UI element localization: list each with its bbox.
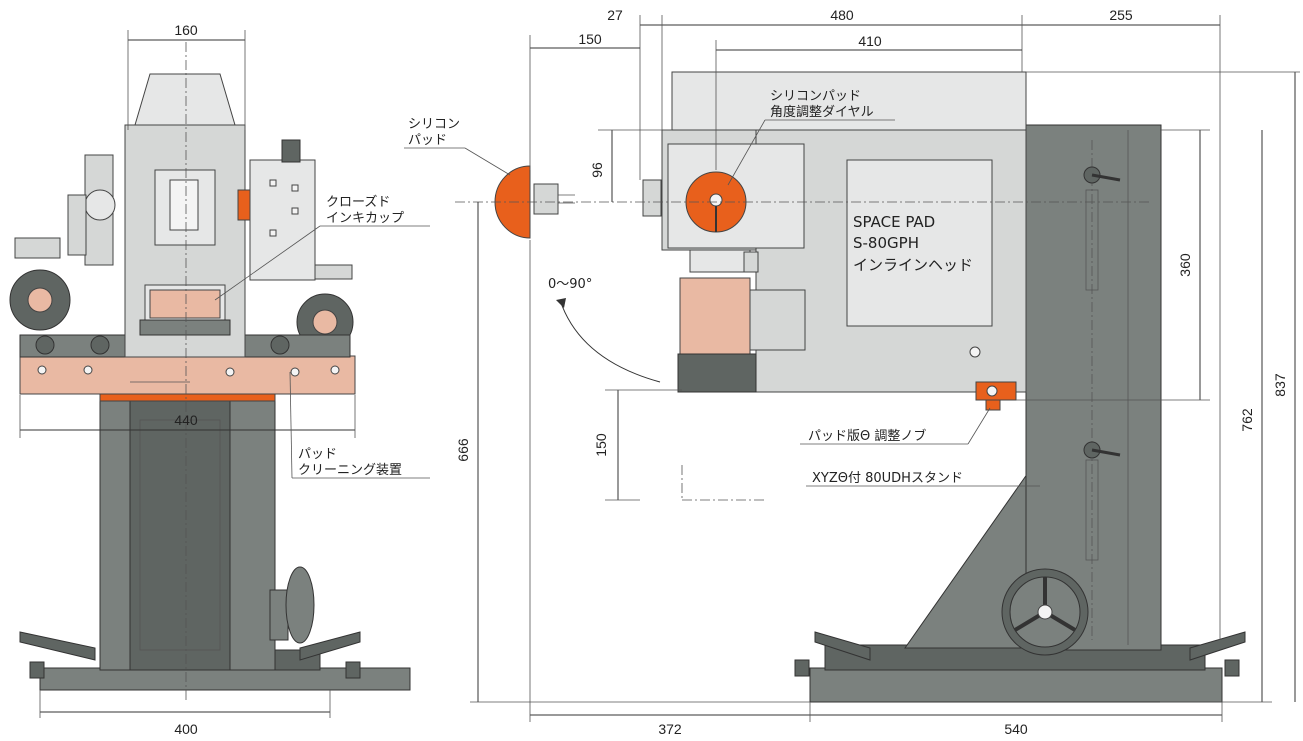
front-dial — [237, 189, 251, 221]
front-head-top — [134, 73, 236, 126]
label-pad-dial-2: 角度調整ダイヤル — [770, 104, 874, 120]
side-view — [455, 71, 1246, 703]
front-column-face — [129, 399, 231, 671]
front-right-knob — [345, 661, 361, 679]
dim-side-666: 666 — [455, 438, 471, 462]
front-handwheel-hub — [269, 589, 289, 641]
side-ink-cup — [679, 277, 751, 355]
dim-side-255: 255 — [1109, 7, 1133, 23]
front-labels: クローズド インキカップ パッド クリーニング装置 — [214, 194, 430, 479]
front-pink-plate — [19, 355, 356, 395]
dim-side-762: 762 — [1239, 408, 1255, 432]
label-silicone-pad-1: シリコン — [408, 117, 460, 132]
front-dimensions: 160 440 400 — [19, 22, 356, 737]
dim-side-480: 480 — [830, 7, 854, 23]
label-pad-cleaning-2: クリーニング装置 — [298, 463, 402, 478]
label-model-3: インラインヘッド — [853, 256, 973, 274]
dim-side-360: 360 — [1177, 253, 1193, 277]
dim-front-440: 440 — [174, 412, 198, 428]
front-ink-cup — [149, 289, 221, 319]
dim-side-410: 410 — [858, 33, 882, 49]
front-control-box — [249, 159, 316, 281]
label-pad-cleaning-1: パッド — [298, 447, 337, 462]
dim-side-540: 540 — [1004, 721, 1028, 737]
side-labels: シリコン パッド シリコンパッド 角度調整ダイヤル 0～90° SPACE PA… — [404, 89, 1040, 487]
label-closed-cup-1: クローズド — [326, 194, 390, 210]
dim-side-27: 27 — [607, 7, 623, 23]
side-model-panel — [846, 159, 993, 327]
dim-side-372: 372 — [658, 721, 682, 737]
dim-side-150: 150 — [578, 31, 602, 47]
label-silicone-pad-2: パッド — [408, 133, 447, 148]
label-theta-knob: パッド版Θ 調整ノブ — [808, 428, 926, 444]
label-model-2: S-80GPH — [853, 234, 919, 252]
dim-side-150-v: 150 — [593, 433, 609, 457]
label-closed-cup-2: インキカップ — [326, 211, 404, 226]
dim-side-96: 96 — [589, 162, 605, 178]
side-dimensions: 27 480 255 150 410 96 360 762 837 666 15… — [455, 7, 1300, 737]
dim-front-160: 160 — [174, 22, 198, 38]
stand-base — [809, 667, 1223, 703]
dim-front-400: 400 — [174, 721, 198, 737]
front-left-knob — [29, 661, 45, 679]
stand-column — [1025, 124, 1162, 651]
front-view — [9, 42, 411, 700]
label-stand: XYZΘ付 80UDHスタンド — [812, 471, 963, 486]
label-model-1: SPACE PAD — [853, 213, 935, 231]
label-pad-dial-1: シリコンパッド — [770, 89, 861, 104]
front-handwheel — [285, 566, 315, 644]
front-left-clamp — [19, 631, 96, 661]
front-right-clamp — [299, 631, 361, 661]
label-angle-range: 0～90° — [548, 277, 592, 292]
dim-side-837: 837 — [1272, 373, 1288, 397]
